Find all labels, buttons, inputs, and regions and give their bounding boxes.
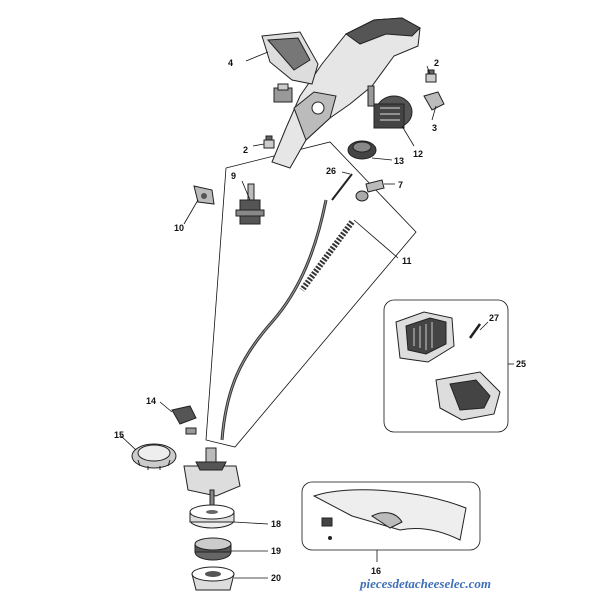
part-4-handle-housing: [261, 17, 421, 169]
callout-part-27: 27: [489, 313, 499, 323]
part-26-drive-shaft: [331, 173, 353, 201]
callout-part-14: 14: [146, 396, 156, 406]
callout-part-3: 3: [432, 123, 437, 133]
callout-part-13: 13: [394, 156, 404, 166]
part-20-spool-cap: [191, 566, 235, 591]
part-12-motor: [367, 85, 413, 129]
part-16-guard: [312, 489, 467, 541]
callout-part-16: 16: [371, 566, 381, 576]
part-25-inset-box: [383, 299, 509, 433]
part-7-coupler: [365, 179, 385, 193]
callout-part-7: 7: [398, 180, 403, 190]
part-25-cover-lower: [435, 371, 501, 421]
shaft-group-outline: [205, 141, 417, 448]
part-9-shaft-clamp: [235, 183, 265, 225]
watermark-text: piecesdetacheeselec.com: [359, 576, 491, 591]
part-14-guard-bracket: [171, 405, 197, 435]
part-15-gear: [131, 443, 177, 470]
callout-part-2-upper: 2: [434, 58, 439, 68]
callout-part-18: 18: [271, 519, 281, 529]
callout-part-2-lower: 2: [243, 145, 248, 155]
callout-part-20: 20: [271, 573, 281, 583]
part-2-clip-lower: [263, 135, 275, 149]
callout-part-19: 19: [271, 546, 281, 556]
callout-part-11: 11: [402, 256, 412, 266]
trimmer-head-housing: [183, 447, 241, 507]
part-3-switch: [423, 91, 445, 111]
part-16-inset-box: [301, 481, 481, 551]
callout-part-12: 12: [413, 149, 423, 159]
callout-part-9: 9: [231, 171, 236, 181]
part-13-fan: [347, 140, 377, 160]
leader-lines: [119, 51, 514, 579]
part-19-line-spool: [194, 537, 232, 561]
part-18-spool: [189, 504, 235, 529]
part-25-cover-upper: [395, 311, 455, 363]
callout-part-26: 26: [326, 166, 336, 176]
callout-part-10: 10: [174, 223, 184, 233]
shaft-liner-spring: [299, 220, 355, 292]
part-27-screw: [468, 323, 482, 339]
part-10-latch: [193, 185, 215, 205]
callout-part-25: 25: [516, 359, 526, 369]
handle-connector: [273, 83, 293, 103]
callout-part-15: 15: [114, 430, 124, 440]
part-7-bushing: [355, 190, 369, 202]
part-2-clip-upper: [425, 69, 437, 83]
callout-part-4: 4: [228, 58, 233, 68]
